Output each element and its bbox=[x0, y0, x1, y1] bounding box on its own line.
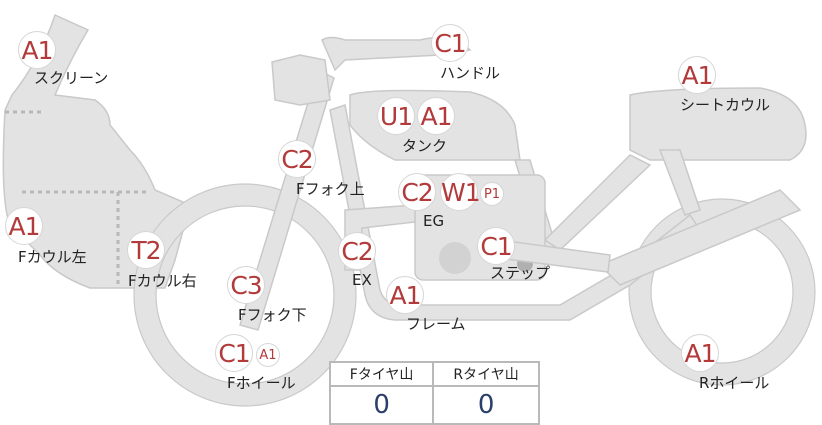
rear-wheel-code-badge[interactable]: A1 bbox=[681, 334, 719, 372]
tank-label: タンク bbox=[402, 137, 448, 155]
rear-wheel-label: Rホイール bbox=[699, 374, 770, 392]
fork-lower-label: Fフォク下 bbox=[238, 306, 307, 324]
step-label: ステップ bbox=[490, 264, 551, 282]
screen-label: スクリーン bbox=[34, 69, 109, 87]
front-wheel-label: Fホイール bbox=[227, 374, 296, 392]
front-fork-shape bbox=[239, 68, 335, 331]
swingarm-shape bbox=[598, 189, 802, 286]
front-wheel-code-badge-1[interactable]: C1 bbox=[215, 334, 253, 372]
fork-lower-code-badge[interactable]: C3 bbox=[227, 266, 265, 304]
engine-code-badge-1[interactable]: C2 bbox=[398, 173, 436, 211]
engine-code-badge-3[interactable]: P1 bbox=[480, 182, 504, 206]
rear-tire-value[interactable]: 0 bbox=[432, 385, 540, 425]
engine-label: EG bbox=[423, 212, 445, 230]
screen-code-badge[interactable]: A1 bbox=[18, 31, 56, 69]
tank-code-badge-1[interactable]: U1 bbox=[377, 97, 415, 135]
front-wheel-code-badge-2[interactable]: A1 bbox=[256, 343, 280, 367]
seat-cowl-label: シートカウル bbox=[680, 96, 771, 114]
seat-cowl-code-badge[interactable]: A1 bbox=[678, 56, 716, 94]
step-code-badge[interactable]: C1 bbox=[477, 227, 515, 265]
frame-code-badge[interactable]: A1 bbox=[386, 276, 424, 314]
handle-label: ハンドル bbox=[440, 64, 501, 82]
front-tire-value[interactable]: 0 bbox=[328, 385, 435, 425]
front-wheel-shape bbox=[134, 184, 356, 406]
frame-label: フレーム bbox=[406, 315, 466, 333]
exhaust-code-badge[interactable]: C2 bbox=[338, 232, 376, 270]
rear-tire-header: Rタイヤ山 bbox=[432, 361, 540, 387]
front-tire-header: Fタイヤ山 bbox=[328, 361, 435, 387]
cowl-left-code-badge[interactable]: A1 bbox=[5, 207, 43, 245]
front-cowl-shape bbox=[2, 13, 191, 289]
cowl-left-label: Fカウル左 bbox=[18, 248, 87, 266]
cowl-right-label: Fカウル右 bbox=[128, 272, 197, 290]
tank-code-badge-2[interactable]: A1 bbox=[417, 97, 455, 135]
handle-code-badge[interactable]: C1 bbox=[431, 24, 469, 62]
exhaust-label: EX bbox=[352, 271, 372, 289]
fork-upper-label: Fフォク上 bbox=[296, 180, 365, 198]
fork-upper-code-badge[interactable]: C2 bbox=[278, 140, 316, 178]
tire-tread-table: Fタイヤ山 Rタイヤ山 0 0 bbox=[328, 361, 540, 425]
engine-code-badge-2[interactable]: W1 bbox=[440, 173, 481, 211]
cowl-right-code-badge[interactable]: T2 bbox=[127, 231, 165, 269]
seat-cowl-shape bbox=[629, 87, 807, 161]
rear-wheel-shape bbox=[629, 199, 815, 385]
